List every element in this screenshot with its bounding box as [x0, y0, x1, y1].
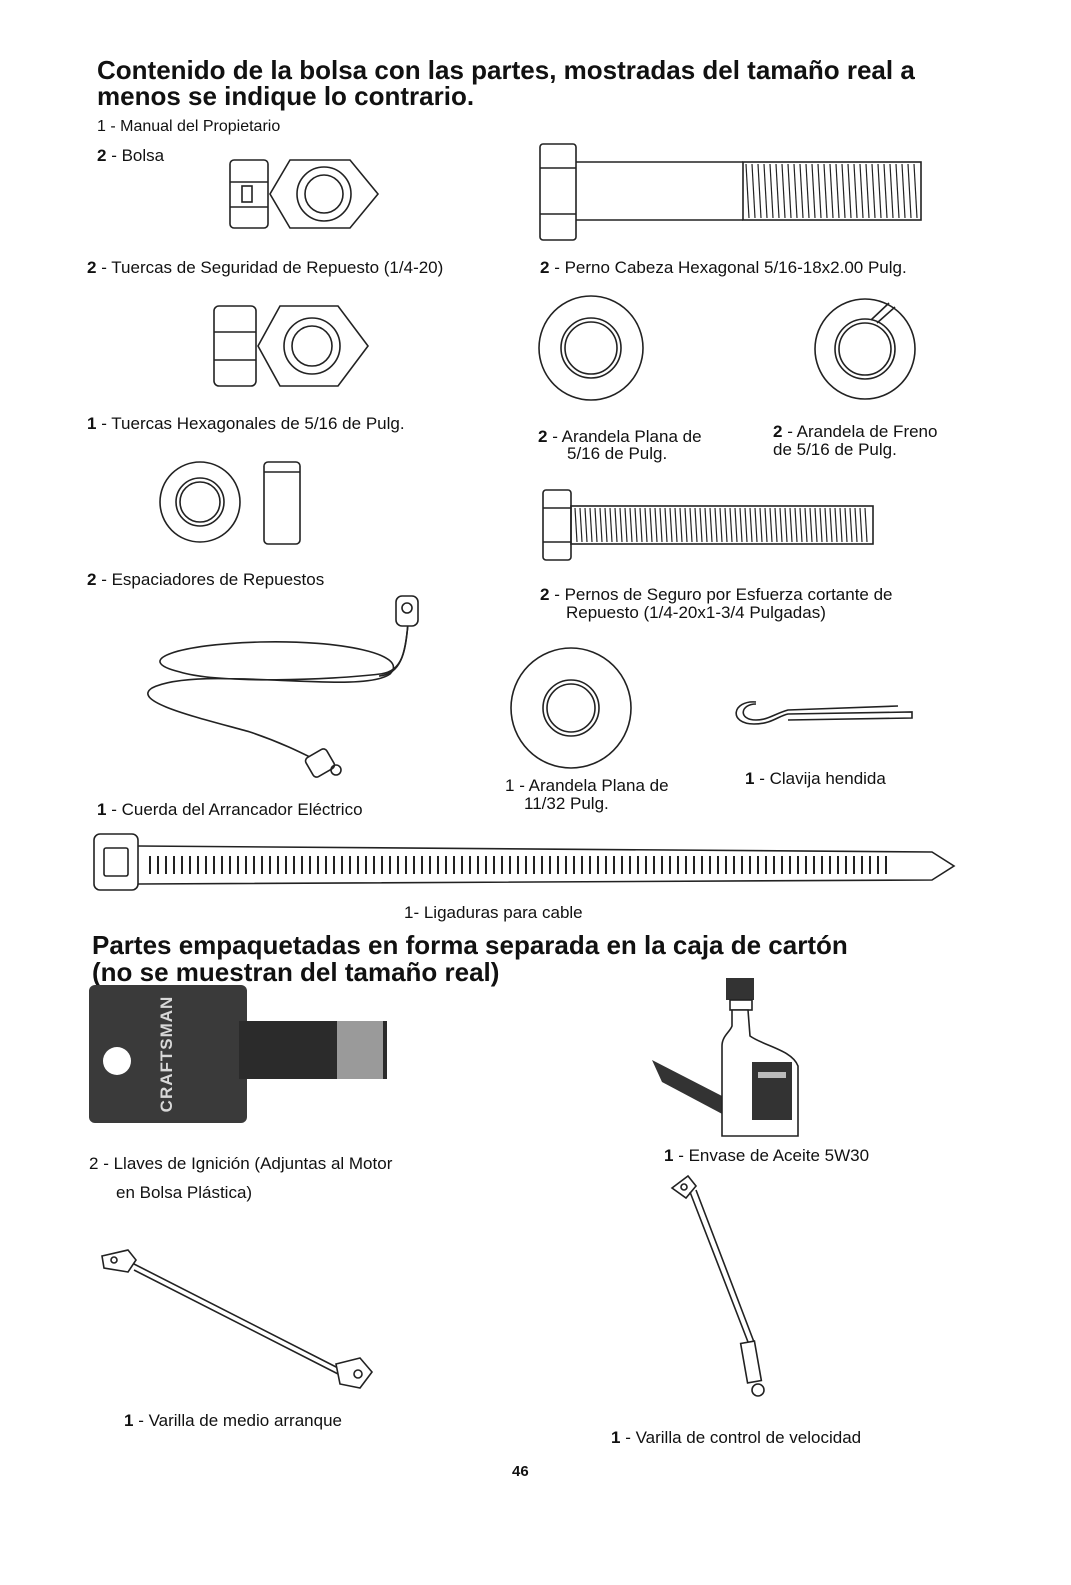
flat-washer-1132-illustration — [510, 647, 632, 769]
oil-bottle-illustration — [652, 978, 799, 1137]
caption-starter-cord: 1 - Cuerda del Arrancador Eléctrico — [97, 800, 363, 819]
spacer-illustration — [159, 461, 301, 545]
ignition-key-illustration: CRAFTSMAN — [89, 985, 387, 1123]
key-brand-text: CRAFTSMAN — [157, 995, 176, 1113]
caption-flat-washer-516-line2: 5/16 de Pulg. — [567, 444, 668, 463]
hex-bolt-illustration — [539, 143, 922, 241]
speed-control-rod-illustration — [670, 1174, 765, 1397]
lock-nut-illustration — [229, 159, 380, 229]
caption-shear-bolts: 2 - Pernos de Seguro por Esfuerza cortan… — [540, 585, 893, 604]
lock-washer-illustration — [814, 298, 916, 400]
caption-speed-control-rod: 1 - Varilla de control de velocidad — [611, 1428, 862, 1447]
caption-shear-bolts-line2: Repuesto (1/4-20x1-3/4 Pulgadas) — [566, 603, 826, 622]
caption-hex-nuts: 1 - Tuercas Hexagonales de 5/16 de Pulg. — [87, 414, 405, 433]
caption-oil-bottle: 1 - Envase de Aceite 5W30 — [664, 1146, 870, 1165]
shear-bolt-illustration — [542, 489, 874, 561]
caption-flat-washer-516: 2 - Arandela Plana de — [538, 427, 702, 446]
cable-tie-illustration — [93, 833, 956, 891]
heading-box-contents: Partes empaquetadas en forma separada en… — [92, 930, 848, 987]
caption-flat-washer-1132-line2: 11/32 Pulg. — [524, 794, 609, 813]
caption-ignition-keys: 2 - Llaves de Ignición (Adjuntas al Moto… — [89, 1154, 393, 1173]
heading-bag-contents: Contenido de la bolsa con las partes, mo… — [97, 55, 915, 111]
cotter-pin-illustration — [735, 701, 913, 725]
half-start-rod-illustration — [101, 1249, 374, 1389]
caption-lock-washer-line2: de 5/16 de Pulg. — [773, 440, 897, 459]
caption-lock-washer: 2 - Arandela de Freno — [773, 422, 938, 441]
caption-spacers: 2 - Espaciadores de Repuestos — [87, 570, 325, 589]
caption-owners-manual: 1 - Manual del Propietario — [97, 118, 281, 135]
flat-washer-illustration — [538, 295, 644, 401]
caption-cable-ties: 1- Ligaduras para cable — [404, 903, 583, 922]
caption-flat-washer-1132: 1 - Arandela Plana de — [505, 776, 669, 795]
caption-ignition-keys-line2: en Bolsa Plástica) — [116, 1183, 253, 1202]
caption-hex-bolt: 2 - Perno Cabeza Hexagonal 5/16-18x2.00 … — [540, 258, 907, 277]
caption-lock-nuts: 2 - Tuercas de Seguridad de Repuesto (1/… — [87, 258, 444, 277]
page-number: 46 — [512, 1463, 529, 1480]
starter-cord-illustration — [147, 595, 419, 778]
hex-nut-illustration — [213, 305, 369, 387]
caption-bag: 2 - Bolsa — [97, 146, 165, 165]
caption-half-start-rod: 1 - Varilla de medio arranque — [124, 1411, 342, 1430]
caption-cotter-pin: 1 - Clavija hendida — [745, 769, 886, 788]
